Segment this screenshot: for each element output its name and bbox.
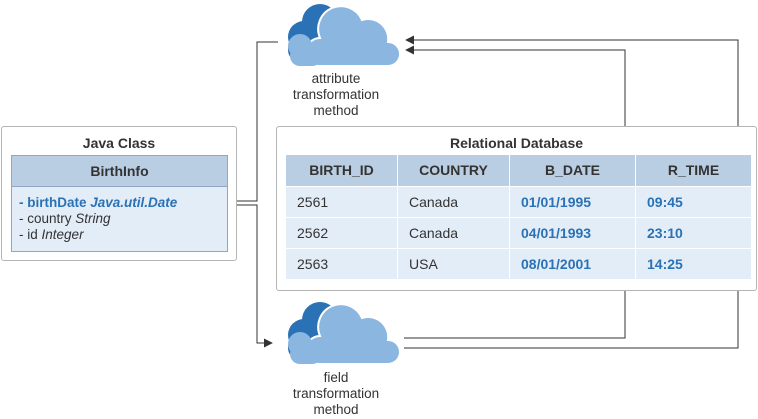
attribute-cloud-label: attribute transformation method — [292, 71, 380, 118]
field-cloud-label: field transformation method — [292, 370, 380, 417]
column-header-b-date: B_DATE — [510, 155, 635, 186]
class-name: BirthInfo — [12, 156, 227, 187]
table-cell: 09:45 — [636, 187, 751, 217]
table-cell: 2561 — [286, 187, 397, 217]
column-header-r-time: R_TIME — [636, 155, 751, 186]
java-class-panel: Java Class BirthInfo - birthDate Java.ut… — [1, 126, 237, 261]
table-cell: Canada — [398, 218, 509, 248]
field-cloud-icon — [288, 302, 401, 365]
table-cell: 14:25 — [636, 249, 751, 279]
birthinfo-class-box: BirthInfo - birthDate Java.util.Date - c… — [11, 155, 228, 252]
table-cell: 23:10 — [636, 218, 751, 248]
database-table: BIRTH_ID COUNTRY B_DATE R_TIME 2561 Cana… — [286, 155, 751, 280]
java-class-title: Java Class — [82, 135, 156, 151]
attribute-id: - id Integer — [19, 227, 84, 242]
column-header-country: COUNTRY — [398, 155, 509, 186]
attribute-country: - country String — [19, 211, 111, 226]
attribute-cloud-icon — [288, 4, 401, 67]
table-cell: 08/01/2001 — [510, 249, 635, 279]
database-title: Relational Database — [449, 135, 584, 151]
table-cell: 2562 — [286, 218, 397, 248]
table-cell: 04/01/1993 — [510, 218, 635, 248]
table-cell: 01/01/1995 — [510, 187, 635, 217]
table-cell: Canada — [398, 187, 509, 217]
table-cell: 2563 — [286, 249, 397, 279]
column-header-birth-id: BIRTH_ID — [286, 155, 397, 186]
table-cell: USA — [398, 249, 509, 279]
attribute-birthdate: - birthDate Java.util.Date — [19, 195, 178, 210]
